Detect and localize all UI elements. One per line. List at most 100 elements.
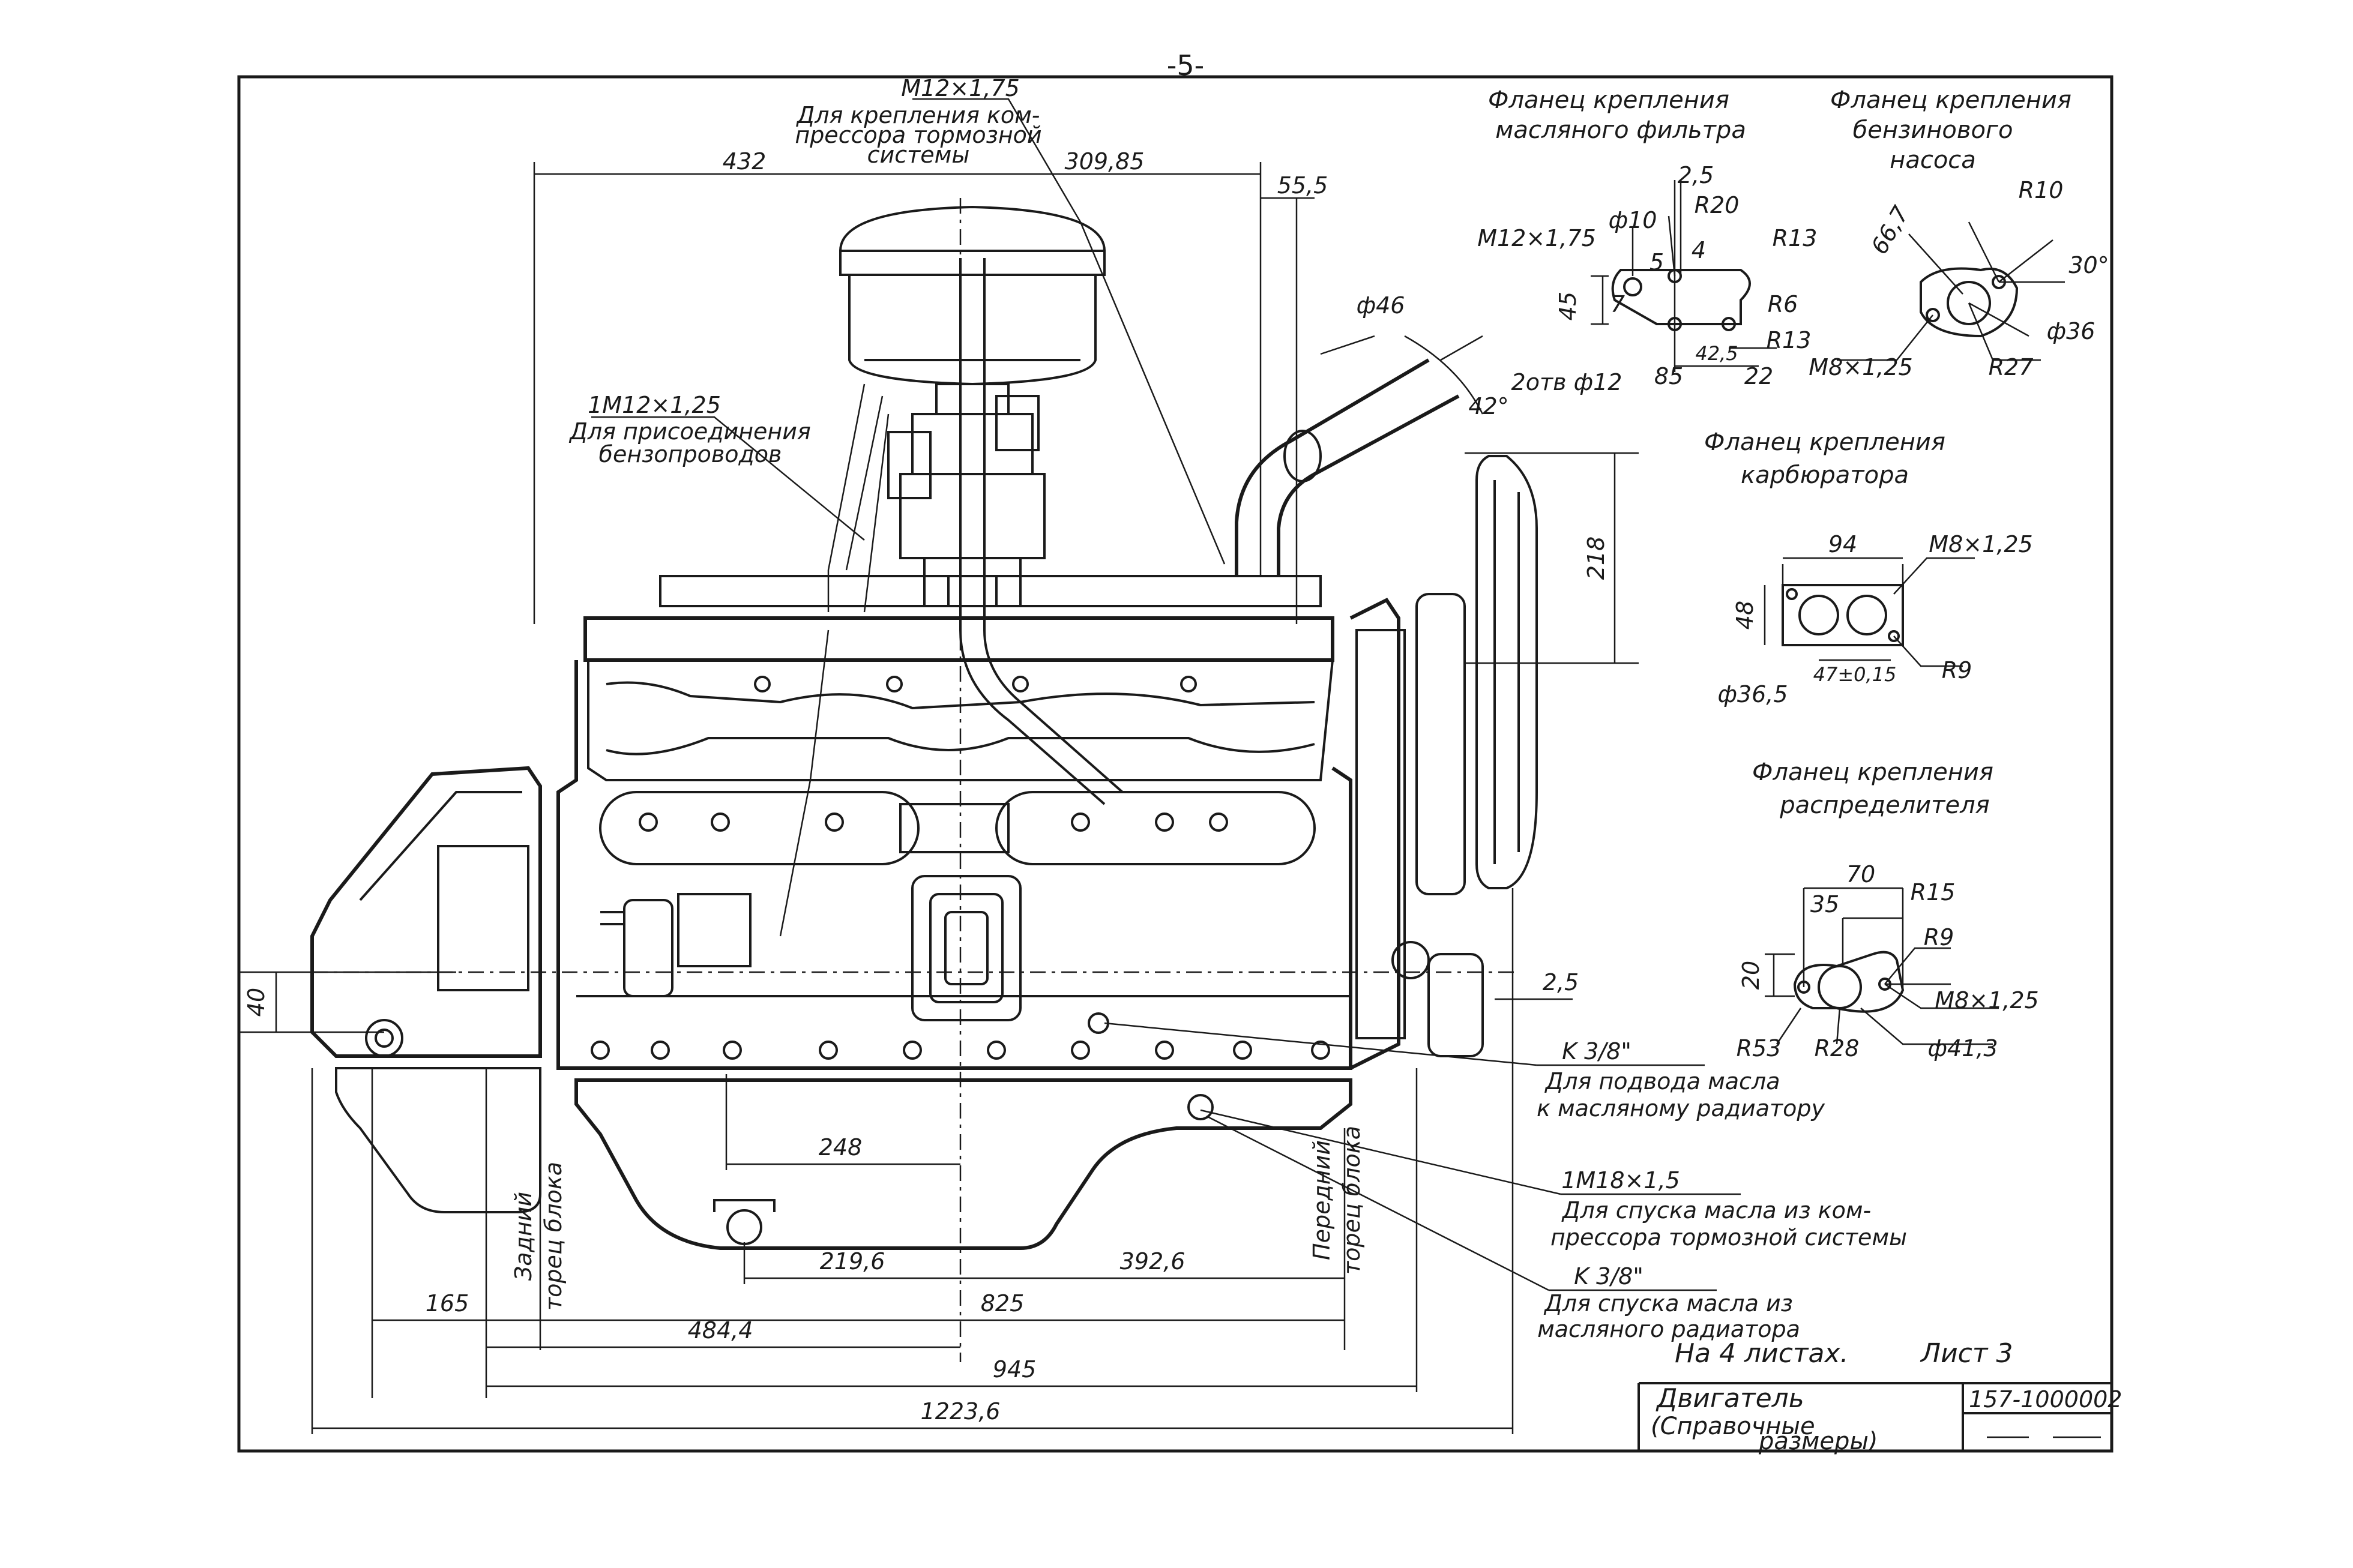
- fp-r1: R10: [2019, 177, 2064, 203]
- sheets-count: На 4 листах.: [1675, 1338, 1849, 1369]
- dist-w1: 70: [1846, 861, 1875, 888]
- exhaust-manifold: [587, 659, 1334, 865]
- m18-note-1: Для спуска масла из ком-: [1561, 1197, 1871, 1224]
- fuel-thread: 1M12×1,25: [588, 392, 721, 418]
- of-w3: 22: [1744, 363, 1773, 389]
- dist-r1: R15: [1911, 879, 1956, 906]
- dist-phi: ф41,3: [1927, 1035, 1998, 1062]
- dim-218: 218: [1583, 536, 1609, 580]
- dim-219: 219,6: [820, 1248, 885, 1275]
- dim-392: 392,6: [1120, 1248, 1186, 1275]
- oil-pan: [574, 1078, 1352, 1250]
- block-top: [583, 616, 1334, 662]
- rear-face-2: торец блока: [540, 1162, 567, 1311]
- flange-distributor: Фланец крепления распределителя 70 35 20…: [1737, 758, 2039, 1062]
- of-w2: 85: [1654, 363, 1683, 389]
- fp-r2: R27: [1989, 354, 2034, 380]
- dim-2-5: 2,5: [1543, 969, 1579, 996]
- dist-title-2: распределителя: [1779, 792, 1989, 819]
- m18-label: 1M18×1,5: [1561, 1167, 1680, 1194]
- dim-55: 55,5: [1277, 172, 1328, 199]
- fuel-pump-title-3: насоса: [1890, 146, 1976, 174]
- fp-thread: M8×1,25: [1809, 354, 1912, 380]
- carb-r: R9: [1942, 657, 1972, 683]
- cylinder-block: [556, 660, 1352, 1070]
- drawing-frame: [237, 75, 2113, 1453]
- pan-bolts: [591, 676, 1330, 1120]
- sheet-number: Лист 3: [1920, 1338, 2013, 1369]
- of-r1: R20: [1695, 192, 1740, 218]
- oil-filter-title-1: Фланец крепления: [1488, 86, 1729, 114]
- fuel-pump-title-1: Фланец крепления: [1830, 86, 2071, 114]
- of-d4: 7: [1610, 291, 1625, 317]
- m18-note-2: прессора тормозной системы: [1550, 1224, 1907, 1251]
- fuel-pump-title-2: бензинового: [1853, 116, 2013, 144]
- flange-oil-filter: Фланец крепления масляного фильтра 2,5 4…: [1477, 86, 1817, 395]
- title-block: Двигатель (Справочные размеры) 157-10000…: [1637, 1382, 2122, 1455]
- dim-309: 309,85: [1065, 148, 1145, 175]
- fp-a1: 30°: [2068, 252, 2109, 278]
- dist-r4: R28: [1815, 1035, 1860, 1062]
- carb-w: 94: [1828, 531, 1857, 557]
- of-d5: 45: [1555, 292, 1581, 320]
- carb-thread: M8×1,25: [1929, 531, 2032, 557]
- of-d1: 2,5: [1678, 162, 1714, 188]
- of-r3: R6: [1768, 291, 1798, 317]
- k38b-note-2: масляного радиатора: [1537, 1316, 1800, 1342]
- flange-fuel-pump: Фланец крепления бензинового насоса 66,7…: [1809, 86, 2109, 380]
- dim-1223: 1223,6: [921, 1398, 1001, 1425]
- rear-face-1: Задний: [510, 1192, 537, 1281]
- carb-title-2: карбюратора: [1741, 461, 1909, 489]
- dist-r3: R53: [1737, 1035, 1782, 1062]
- vent-tube: [959, 258, 1124, 805]
- dim-165: 165: [426, 1290, 469, 1317]
- front-face-1: Передний: [1309, 1140, 1335, 1260]
- main-notes: M12×1,75 Для крепления ком- прессора тор…: [510, 75, 1907, 1342]
- dim-432: 432: [723, 148, 767, 175]
- compressor-note-3: системы: [867, 142, 970, 168]
- k38a-note-1: Для подвода масла: [1544, 1068, 1780, 1095]
- fuel-pump: [600, 893, 752, 997]
- fan-blade: [1475, 455, 1538, 889]
- flange-carburetor: Фланец крепления карбюратора 94 M8×1,25 …: [1704, 428, 2033, 707]
- compressor-note-2: прессора тормозной: [795, 122, 1041, 148]
- fp-phi: ф36: [2047, 318, 2095, 344]
- center-cover: [911, 875, 1022, 1021]
- of-phi: ф10: [1609, 207, 1657, 233]
- k38b-note-1: Для спуска масла из: [1543, 1290, 1793, 1317]
- of-thread: M12×1,75: [1477, 225, 1596, 251]
- dist-thread: M8×1,25: [1935, 987, 2038, 1014]
- k38a-label: K 3/8": [1562, 1038, 1631, 1065]
- timing-cover: [1349, 598, 1400, 1070]
- dist-title-1: Фланец крепления: [1752, 758, 1993, 786]
- engine-side-view: [310, 198, 1538, 1362]
- dim-phi46: ф46: [1357, 292, 1405, 319]
- clutch-cover: [335, 1067, 541, 1213]
- carburetor: [887, 383, 1046, 607]
- title-number: 157-1000002: [1969, 1386, 2122, 1413]
- fuel-note-1: Для присоединения: [568, 418, 811, 445]
- of-r4: R13: [1767, 327, 1812, 353]
- fuel-note-2: бензопроводов: [599, 441, 782, 467]
- of-r2: R13: [1773, 225, 1818, 251]
- compressor-thread: M12×1,75: [901, 75, 1020, 101]
- carb-title-1: Фланец крепления: [1704, 428, 1945, 456]
- carb-c: 47±0,15: [1813, 663, 1897, 686]
- dist-r2: R9: [1924, 924, 1954, 951]
- title-subtitle-2: размеры): [1758, 1428, 1878, 1455]
- of-holes: 2отв ф12: [1511, 369, 1622, 395]
- flywheel-housing: [310, 766, 542, 1058]
- of-d3: 5: [1650, 249, 1664, 275]
- carb-h: 48: [1732, 601, 1758, 629]
- fuel-lines: [779, 383, 890, 937]
- front-face-2: торец блока: [1339, 1126, 1365, 1275]
- title-subtitle-1: (Справочные: [1651, 1413, 1815, 1440]
- dim-945: 945: [993, 1356, 1037, 1383]
- title-name: Двигатель: [1656, 1383, 1804, 1414]
- dist-h: 20: [1738, 961, 1764, 990]
- k38b-label: K 3/8": [1574, 1263, 1643, 1290]
- air-filter: [839, 205, 1106, 386]
- dim-248: 248: [819, 1134, 863, 1161]
- intake-manifold: [659, 575, 1322, 607]
